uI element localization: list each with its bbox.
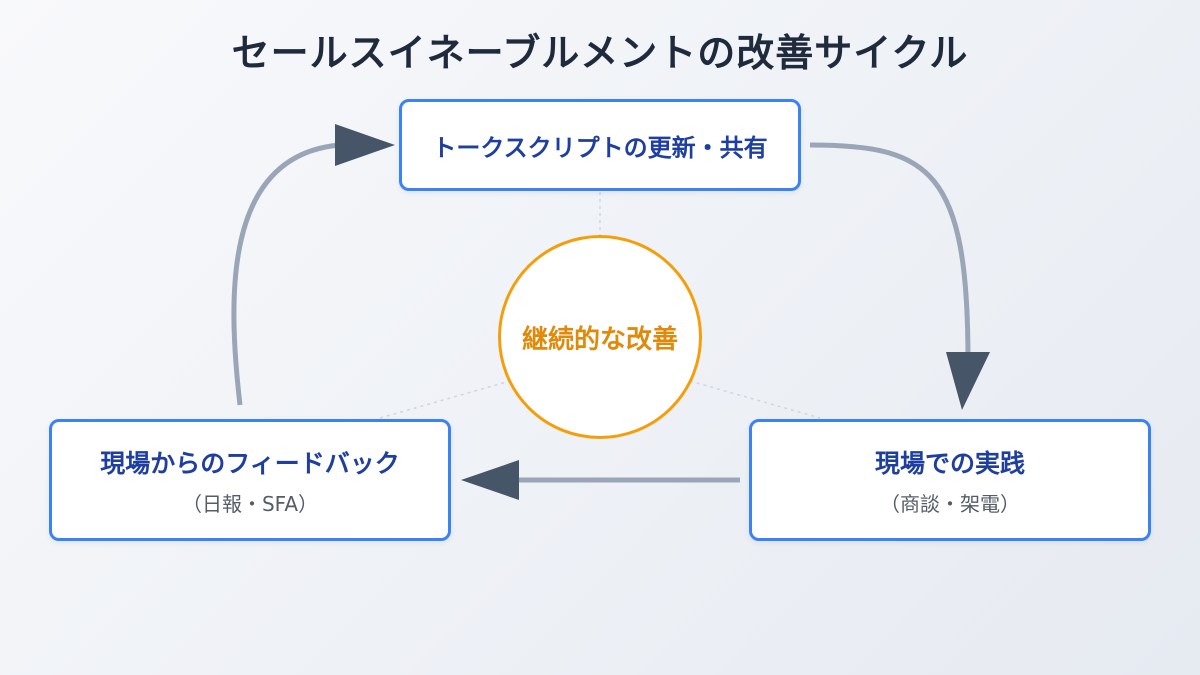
node-script-update: トークスクリプトの更新・共有 [399,99,801,191]
arrow-head-right-down [946,352,990,410]
node-field-feedback: 現場からのフィードバック （日報・SFA） [49,419,451,541]
node-field-practice: 現場での実践 （商談・架電） [749,419,1151,541]
center-circle: 継続的な改善 [498,235,702,439]
node-field-feedback-sub: （日報・SFA） [181,491,319,516]
page-title: セールスイネーブルメントの改善サイクル [231,31,969,75]
node-field-practice-label: 現場での実践 [874,448,1025,478]
guide-line-right [689,380,821,419]
arrow-head-left [461,460,519,500]
node-field-practice-sub: （商談・架電） [880,491,1020,516]
arrow-left-to-top [231,142,341,406]
node-field-feedback-label: 現場からのフィードバック [100,448,400,478]
arrow-head-right-top [335,124,395,166]
node-script-update-label: トークスクリプトの更新・共有 [432,133,768,162]
center-label: 継続的な改善 [521,324,678,355]
guide-line-left [379,380,511,419]
arrow-top-to-right [809,142,971,361]
